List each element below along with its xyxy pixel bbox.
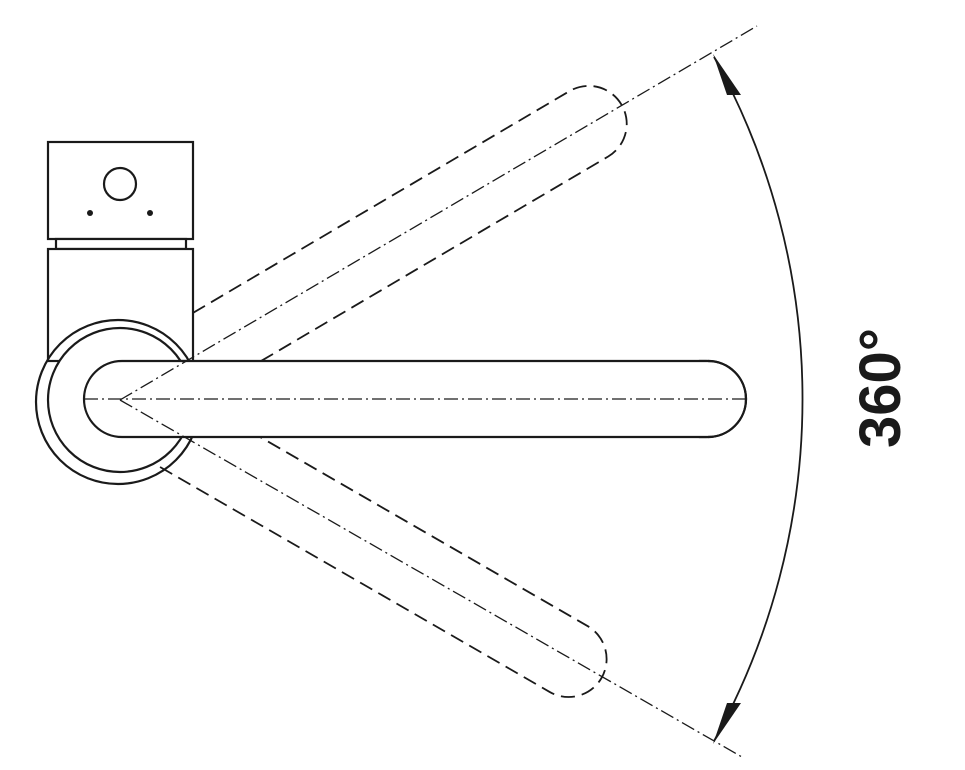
body-collar (54, 237, 188, 251)
indicator-dot-right (147, 210, 153, 216)
control-knob (102, 166, 138, 202)
rotation-angle-label: 360° (848, 328, 913, 448)
indicator-dot-left (87, 210, 93, 216)
arrowhead-up-icon (713, 54, 741, 95)
centerline-upper (119, 25, 758, 401)
centerline-lower (119, 399, 743, 758)
rotation-arc-line (713, 56, 804, 742)
rotation-arc (713, 54, 804, 744)
arrowhead-down-icon (713, 703, 741, 744)
